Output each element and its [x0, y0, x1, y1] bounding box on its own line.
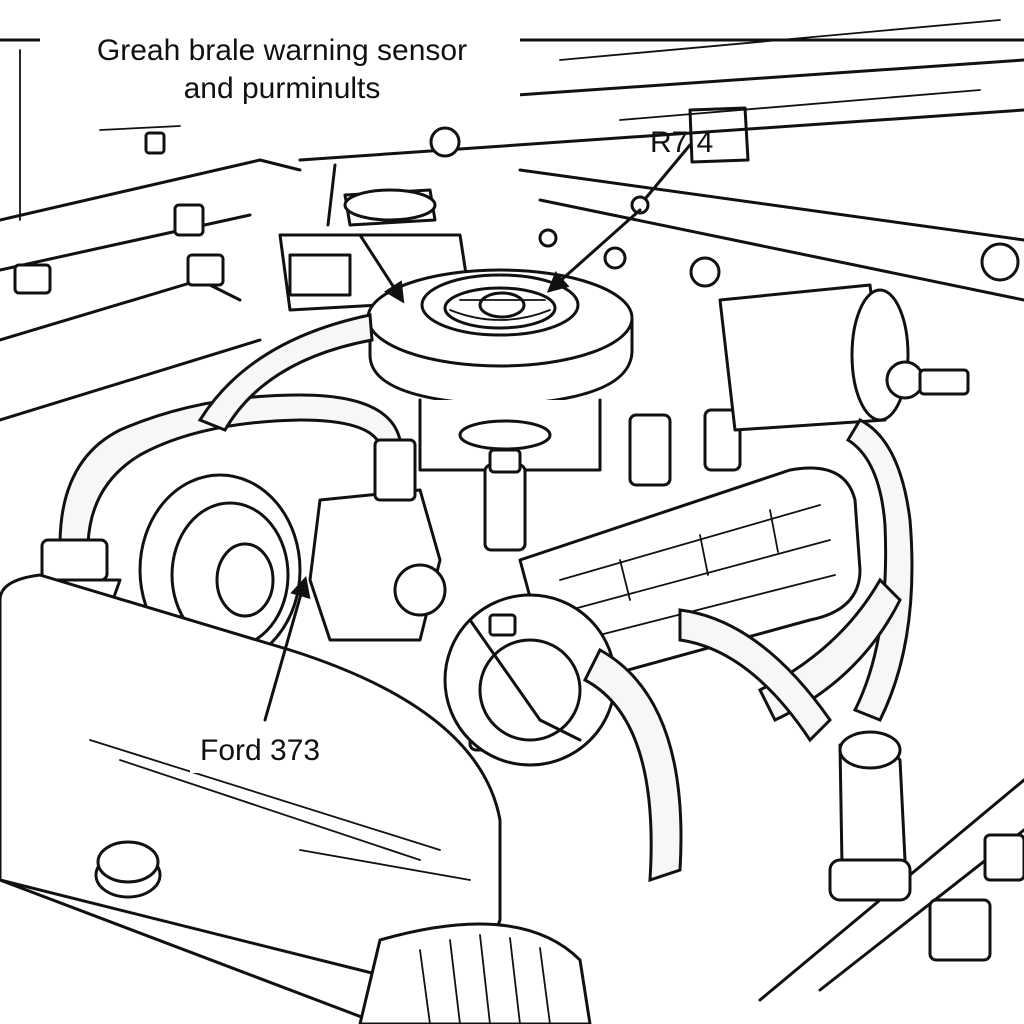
alternator — [443, 593, 617, 767]
callout-leaders — [263, 143, 692, 722]
ignition-coil — [718, 283, 970, 432]
callout-ford-box: Ford 373 — [190, 725, 350, 773]
callout-ford-373: Ford 373 — [200, 734, 320, 767]
air-intake-duct — [358, 922, 592, 1024]
valve-cover — [518, 466, 862, 692]
brake-fluid-reservoir — [278, 188, 472, 312]
title-label: Greah brale warning sensor and purminult… — [40, 25, 520, 113]
title-line-2: and purminults — [184, 72, 381, 105]
air-cleaner — [366, 268, 634, 407]
left-fender — [0, 49, 302, 422]
water-pump-housing — [308, 438, 447, 642]
carburetor — [418, 398, 742, 487]
right-hoses — [583, 418, 914, 883]
callout-r74: R7 4 — [650, 126, 713, 159]
right-fender — [758, 730, 1024, 1002]
title-line-1: Greah brale warning sensor — [97, 34, 467, 67]
